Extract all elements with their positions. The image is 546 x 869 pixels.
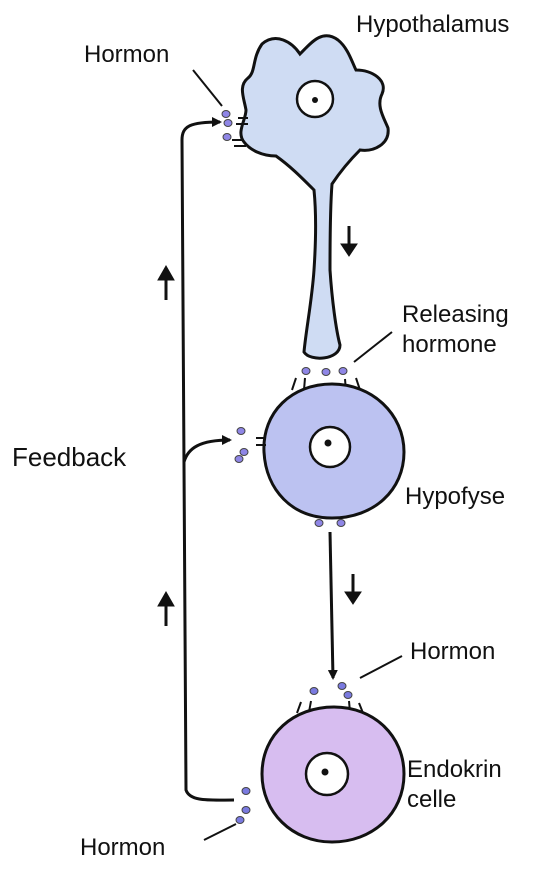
releasing-hormone-dots xyxy=(302,368,347,376)
up-arrow-feedback-bottom xyxy=(158,592,174,626)
hypofyse-nucleolus xyxy=(325,440,332,447)
hypothalamus-nucleolus xyxy=(312,97,318,103)
endokrin-label-line1: Endokrin xyxy=(407,756,502,784)
leader-releasing-hormone xyxy=(354,332,392,362)
feedback-branch-hypofyse xyxy=(184,440,230,462)
endokrin-cell xyxy=(262,701,404,842)
leader-hormon-top xyxy=(193,70,222,106)
hypofyse-cell xyxy=(256,378,404,518)
releasing-label-line1: Releasing xyxy=(402,301,509,329)
endokrin-label-line2: celle xyxy=(407,786,456,814)
hormone-dots-hypofyse-feedback xyxy=(235,428,248,463)
hypothalamus-label: Hypothalamus xyxy=(356,11,509,39)
up-arrow-feedback-top xyxy=(158,266,174,300)
releasing-label-line2: hormone xyxy=(402,331,497,359)
hormon-label-bottom: Hormon xyxy=(80,834,165,862)
down-arrow-hypofyse xyxy=(345,574,361,604)
feedback-label: Feedback xyxy=(12,443,126,471)
feedback-line-main xyxy=(182,122,234,800)
hypothalamus-cell xyxy=(232,36,388,358)
leader-hormon-bottom xyxy=(204,824,236,840)
hormone-dots-hypofyse-output xyxy=(315,520,345,527)
down-arrow-hypothalamus xyxy=(341,226,357,256)
hypofyse-label: Hypofyse xyxy=(405,483,505,511)
hormone-dots-endokrin-output xyxy=(236,788,250,824)
hypofyse-to-endokrin-line xyxy=(330,532,333,678)
hormone-dots-hypothalamus xyxy=(222,111,232,141)
feedback-loop xyxy=(182,122,234,800)
hormon-label-top: Hormon xyxy=(84,41,169,69)
hormone-dots-endokrin-input xyxy=(310,683,352,699)
leader-hormon-middle xyxy=(360,656,402,678)
hormon-label-middle: Hormon xyxy=(410,638,495,666)
endokrin-nucleolus xyxy=(322,769,329,776)
hypofyse-nucleus xyxy=(310,427,350,467)
